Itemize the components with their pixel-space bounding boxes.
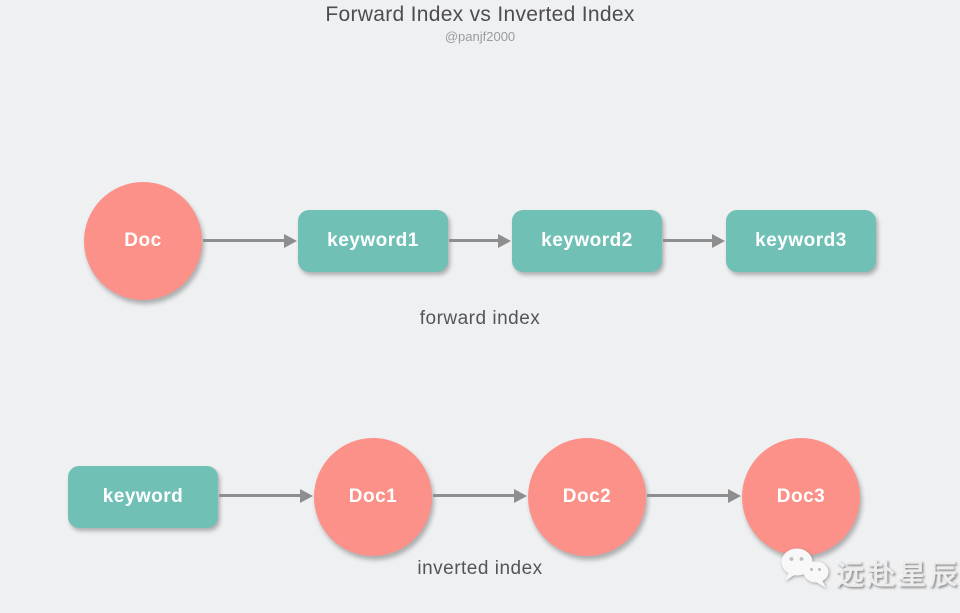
inverted-doc3-node: Doc3: [742, 438, 860, 556]
forward-keyword2-node: keyword2: [512, 210, 662, 272]
forward-keyword1-node: keyword1: [298, 210, 448, 272]
arrow-doc1-to-doc2: [433, 488, 527, 503]
watermark-text: 远赴星辰: [836, 558, 960, 590]
inverted-doc2-node: Doc2: [528, 438, 646, 556]
wechat-icon: [780, 547, 830, 598]
page-title: Forward Index vs Inverted Index: [325, 3, 635, 26]
inverted-index-caption: inverted index: [417, 558, 543, 579]
forward-index-caption: forward index: [419, 308, 541, 329]
inverted-doc1-node: Doc1: [314, 438, 432, 556]
watermark: 远赴星辰: [780, 547, 960, 598]
arrow-keyword1-to-keyword2: [449, 233, 511, 248]
arrow-keyword-to-doc1: [219, 488, 313, 503]
arrow-keyword2-to-keyword3: [663, 233, 725, 248]
page-subtitle: @panjf2000: [444, 29, 516, 44]
arrow-doc-to-keyword1: [203, 233, 297, 248]
arrow-doc2-to-doc3: [647, 488, 741, 503]
inverted-keyword-node: keyword: [68, 466, 218, 528]
forward-keyword3-node: keyword3: [726, 210, 876, 272]
forward-doc-node: Doc: [84, 182, 202, 300]
